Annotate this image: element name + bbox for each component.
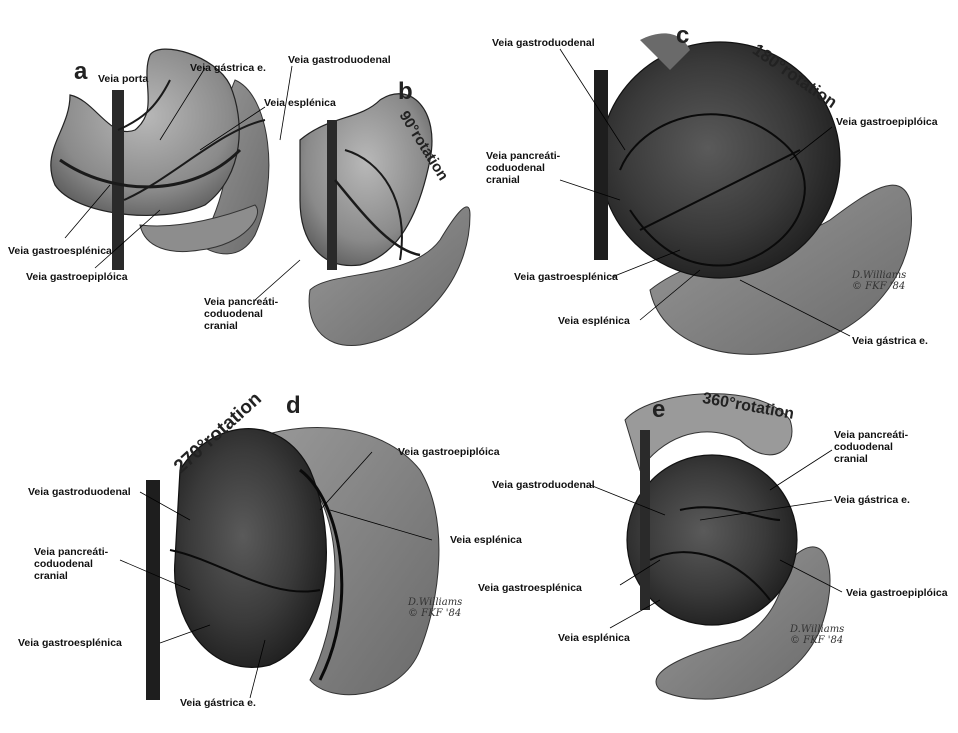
label-d-veia-gastroduodenal: Veia gastroduodenal xyxy=(28,486,131,498)
panel-a-portal-vein xyxy=(112,90,124,270)
label-d-veia-gastroesplenica: Veia gastroesplénica xyxy=(18,637,122,649)
panel-e-drawing xyxy=(590,394,842,699)
label-d-veia-gastrica: Veia gástrica e. xyxy=(180,697,256,709)
label-a-veia-gastroepiploica: Veia gastroepiplóica xyxy=(26,271,128,283)
label-d-veia-gastroepiploica: Veia gastroepiplóica xyxy=(398,446,500,458)
label-c-veia-esplenica: Veia esplénica xyxy=(558,315,630,327)
label-e-veia-gastroepiploica: Veia gastroepiplóica xyxy=(846,587,948,599)
panel-a-letter: a xyxy=(74,58,87,86)
label-b-veia-pancreatico: Veia pancreáti- coduodenal cranial xyxy=(204,296,278,332)
label-e-veia-gastroduodenal: Veia gastroduodenal xyxy=(492,479,595,491)
panel-c-drawing xyxy=(560,33,912,354)
label-a-veia-esplenica: Veia esplénica xyxy=(264,97,336,109)
label-c-veia-gastroepiploica: Veia gastroepiplóica xyxy=(836,116,938,128)
panel-d-signature: D.Williams © FKF '84 xyxy=(408,597,462,619)
label-e-veia-gastrica: Veia gástrica e. xyxy=(834,494,910,506)
panel-e-stomach xyxy=(627,455,797,625)
label-e-veia-esplenica: Veia esplénica xyxy=(558,632,630,644)
panel-c-letter: c xyxy=(676,22,689,50)
panel-e-letter: e xyxy=(652,396,665,424)
panel-d-letter: d xyxy=(286,392,301,420)
panel-b-letter: b xyxy=(398,78,413,106)
label-e-veia-pancreatico: Veia pancreáti- coduodenal cranial xyxy=(834,429,908,465)
panel-c-signature: D.Williams © FKF '84 xyxy=(852,270,906,292)
label-a-veia-gastrica: Veia gástrica e. xyxy=(190,62,266,74)
label-d-veia-esplenica: Veia esplénica xyxy=(450,534,522,546)
label-c-veia-gastrica: Veia gástrica e. xyxy=(852,335,928,347)
label-a-veia-gastroduodenal: Veia gastroduodenal xyxy=(288,54,391,66)
label-d-veia-pancreatico: Veia pancreáti- coduodenal cranial xyxy=(34,546,108,582)
panel-d-drawing xyxy=(120,428,439,700)
label-a-veia-gastroesplenica: Veia gastroesplénica xyxy=(8,245,112,257)
label-e-veia-gastroesplenica: Veia gastroesplénica xyxy=(478,582,582,594)
label-c-veia-gastroesplenica: Veia gastroesplénica xyxy=(514,271,618,283)
label-c-veia-gastroduodenal: Veia gastroduodenal xyxy=(492,37,595,49)
label-c-veia-pancreatico: Veia pancreáti- coduodenal cranial xyxy=(486,150,560,186)
panel-e-signature: D.Williams © FKF '84 xyxy=(790,624,844,646)
panel-b-drawing xyxy=(255,94,470,346)
label-a-veia-porta: Veia porta xyxy=(98,73,148,85)
